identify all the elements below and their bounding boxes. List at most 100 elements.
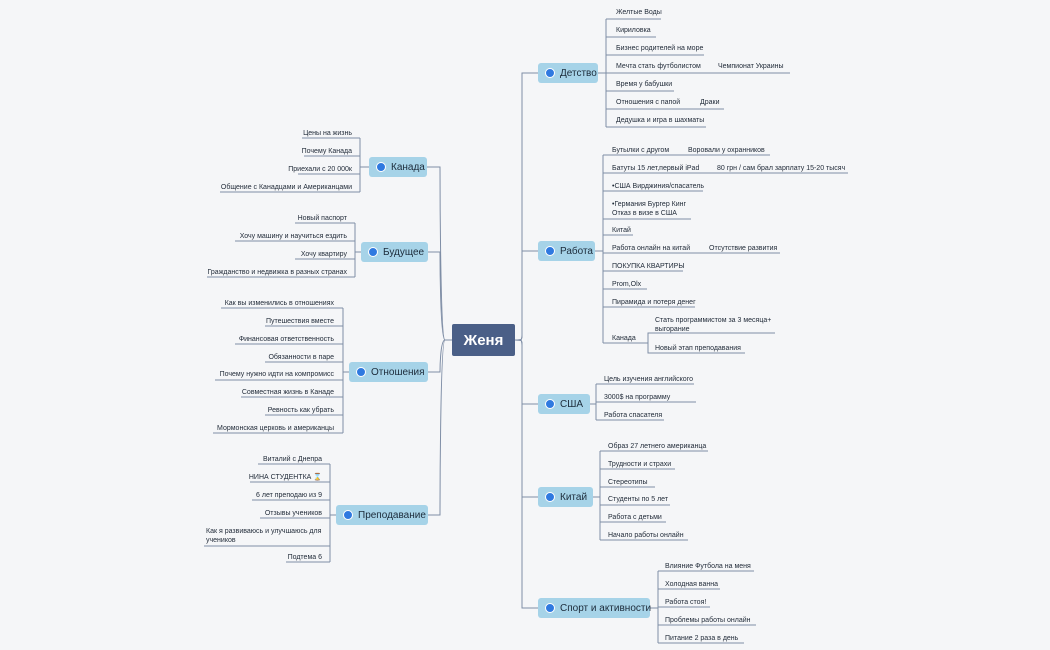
branch-label: Китай [560,491,588,503]
connector-line [643,332,775,344]
leaf-topic[interactable]: Совместная жизнь в Канаде [241,389,334,396]
leaf-topic[interactable]: Китай [612,227,631,234]
leaf-topic[interactable]: Гражданство и недвижка в разных странах [207,269,347,276]
leaf-topic[interactable]: •США Вирджиния/спасатель [612,183,704,190]
leaf-topic[interactable]: Желтые Воды [616,9,662,16]
leaf-topic[interactable]: Финансовая ответственность [238,336,334,343]
branch-future[interactable]: Будущее [361,242,428,262]
leaf-topic[interactable]: Как вы изменились в отношениях [224,300,334,307]
leaf-topic[interactable]: Холодная ванна [665,581,718,588]
branch-label: Работа [560,245,593,257]
leaf-topic[interactable]: Трудности и страхи [608,461,672,468]
leaf-topic[interactable]: Цель изучения английского [604,376,693,383]
sub-topic[interactable]: Воровали у охранников [688,147,765,154]
leaf-topic[interactable]: Приехали с 20 000к [288,166,352,173]
leaf-topic[interactable]: Подтема 6 [287,554,322,561]
leaf-topic[interactable]: ПОКУПКА КВАРТИРЫ [612,263,685,270]
branch-china[interactable]: Китай [538,487,593,507]
connector-line [514,72,538,341]
branch-relations[interactable]: Отношения [349,362,428,382]
connector-line [428,339,452,373]
branch-label: Спорт и активности [560,602,652,614]
topic-dot-icon [376,162,386,172]
leaf-topic[interactable]: Батуты 15 лет,первый iPad [612,165,700,172]
leaf-topic[interactable]: Пирамида и потеря денег [612,299,696,306]
branch-label: США [560,398,584,410]
branch-label: Будущее [383,246,425,258]
connector-line [428,339,452,516]
leaf-topic[interactable]: Время у бабушки [616,81,673,88]
leaf-topic[interactable]: Дедушка и игра в шахматы [616,117,705,124]
connector-line [647,343,745,354]
leaf-topic[interactable]: НИНА СТУДЕНТКА ⌛ [248,474,322,481]
leaf-topic[interactable]: Почему Канада [301,148,352,155]
branch-usa[interactable]: США [538,394,590,414]
topic-dot-icon [368,247,378,257]
connector-line [514,339,538,609]
sub-topic[interactable]: Новый этап преподавания [655,345,741,352]
leaf-topic[interactable]: Хочу квартиру [300,251,347,258]
leaf-topic[interactable]: 3000$ на программу [604,394,671,401]
connector-line [514,250,538,341]
branch-detstvo[interactable]: Детство [538,63,598,83]
topic-dot-icon [545,246,555,256]
leaf-topic[interactable]: Путешествия вместе [266,318,334,325]
leaf-topic[interactable]: Стереотипы [608,479,648,486]
leaf-topic[interactable]: Канада [612,335,636,342]
branch-rabota[interactable]: Работа [538,241,595,261]
topic-dot-icon [545,399,555,409]
leaf-topic[interactable]: Отношения с папой [616,99,681,106]
leaf-topic[interactable]: Влияние Футбола на меня [665,563,751,570]
leaf-topic[interactable]: Prom,Olx [612,281,642,288]
leaf-topic[interactable]: Хочу машину и научиться ездить [239,233,347,240]
leaf-topic[interactable]: Студенты по 5 лет [608,496,669,503]
leaf-topic[interactable]: Кириловка [616,27,651,34]
branch-label: Отношения [371,366,425,378]
leaf-topic[interactable]: Проблемы работы онлайн [665,617,751,624]
leaf-topic[interactable]: Общение с Канадцами и Американцами [220,184,352,191]
leaf-topic[interactable]: Бутылки с другом [612,147,670,154]
leaf-topic[interactable]: Отзывы учеников [264,510,322,517]
branch-label: Канада [391,161,425,173]
branch-canada[interactable]: Канада [369,157,427,177]
leaf-topic[interactable]: Работа с детьми [608,514,662,521]
leaf-topic[interactable]: Обязанности в паре [268,354,334,361]
sub-topic[interactable]: Отсутствие развития [709,245,778,252]
branch-teaching[interactable]: Преподавание [336,505,428,525]
connector-line [428,251,452,341]
sub-topic[interactable]: 80 грн / сам брал зарплату 15-20 тысяч [717,165,846,172]
leaf-topic[interactable]: Работа онлайн на китай [612,245,691,252]
connector-line [514,339,538,405]
leaf-topic[interactable]: 6 лет преподаю из 9 [256,492,322,499]
leaf-topic[interactable]: Виталий с Днепра [263,456,322,463]
leaf-topic[interactable]: Цены на жизнь [303,130,352,137]
leaf-topic[interactable]: •Германия Бургер Кинг Отказ в визе в США [612,201,687,217]
leaf-topic[interactable]: Начало работы онлайн [608,532,684,539]
connector-line [427,166,452,341]
leaf-topic[interactable]: Мечта стать футболистом [616,63,701,70]
branch-sport[interactable]: Спорт и активности [538,598,652,618]
central-topic[interactable]: Женя [452,324,515,356]
leaf-topic[interactable]: Работа спасателя [604,412,663,419]
leaf-topic[interactable]: Образ 27 летнего американца [608,443,707,450]
sub-topic[interactable]: Стать программистом за 3 месяца+ выгоран… [655,317,772,333]
leaf-topic[interactable]: Почему нужно идти на компромисс [219,371,334,378]
branch-label: Детство [560,67,597,79]
sub-topic[interactable]: Чемпионат Украины [718,63,784,70]
topic-dot-icon [356,367,366,377]
topic-dot-icon [545,603,555,613]
leaf-topic[interactable]: Как я развиваюсь и улучшаюсь для ученико… [206,528,322,544]
leaf-topic[interactable]: Новый паспорт [297,215,347,222]
branch-label: Преподавание [358,509,426,521]
leaf-topic[interactable]: Мормонская церковь и американцы [217,425,334,432]
topic-dot-icon [545,68,555,78]
leaf-topic[interactable]: Бизнес родителей на море [616,45,704,52]
leaf-topic[interactable]: Работа стоя! [665,599,707,606]
leaf-topic[interactable]: Ревность как убрать [267,407,334,414]
connector-line [514,339,538,498]
topic-dot-icon [545,492,555,502]
sub-topic[interactable]: Драки [700,99,720,106]
leaf-topic[interactable]: Питание 2 раза в день [665,635,739,642]
